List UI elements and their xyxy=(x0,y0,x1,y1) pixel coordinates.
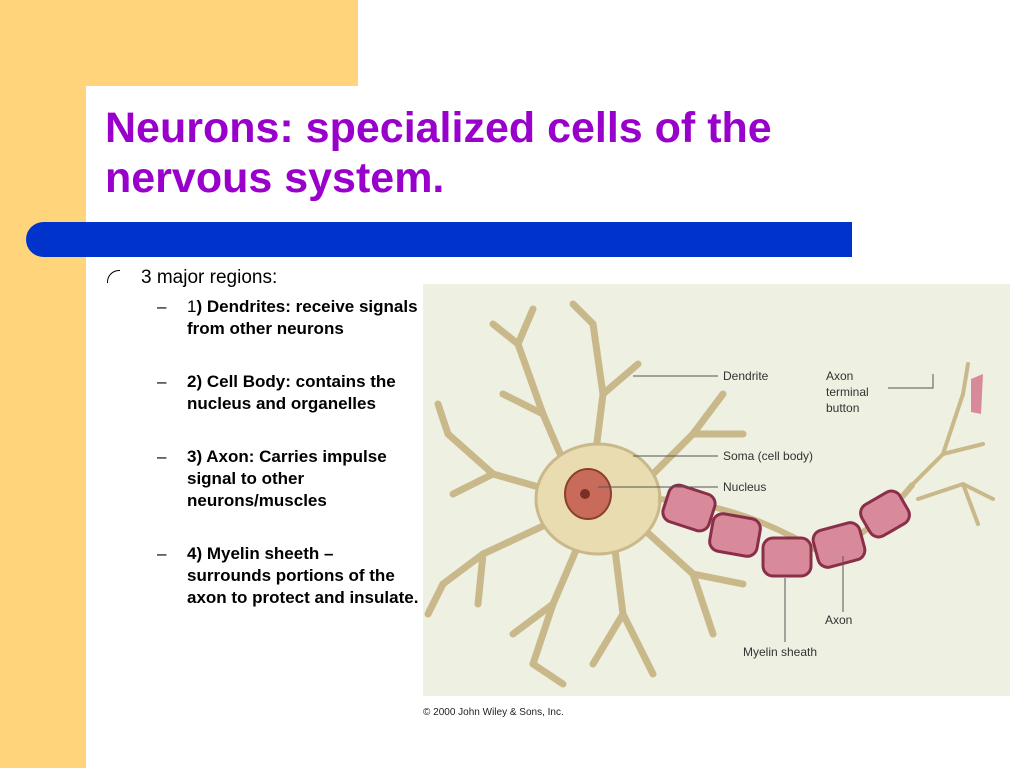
bullet-marker-icon xyxy=(107,270,120,283)
sub-bullet-axon: – 3) Axon: Carries impulse signal to oth… xyxy=(105,446,425,512)
sub-bullet-prefix: 1 xyxy=(187,297,197,316)
dash-icon: – xyxy=(157,372,167,391)
sub-bullet-cell-body: – 2) Cell Body: contains the nucleus and… xyxy=(105,371,425,415)
title-underline-bar xyxy=(26,222,852,257)
label-axon-terminal-1: Axon xyxy=(826,369,853,383)
dash-icon: – xyxy=(157,447,167,466)
slide-title: Neurons: specialized cells of the nervou… xyxy=(105,104,772,202)
bullet-main: 3 major regions: xyxy=(105,266,425,296)
label-dendrite: Dendrite xyxy=(723,369,769,383)
dendrites-group xyxy=(424,300,747,688)
sub-bullet-text: 2) Cell Body: contains the nucleus and o… xyxy=(187,372,396,413)
sub-bullet-dendrites: – 1) Dendrites: receive signals from oth… xyxy=(105,296,425,340)
neuron-diagram: Dendrite Soma (cell body) Nucleus Axon t… xyxy=(423,284,1010,696)
label-axon: Axon xyxy=(825,613,852,627)
sub-bullet-text: 4) Myelin sheeth – surrounds portions of… xyxy=(187,544,419,607)
bullet-list: 3 major regions: – 1) Dendrites: receive… xyxy=(105,266,425,609)
label-soma: Soma (cell body) xyxy=(723,449,813,463)
leader-lines xyxy=(598,374,934,642)
terminal-button-shape xyxy=(971,374,983,414)
neuron-illustration: Dendrite Soma (cell body) Nucleus Axon t… xyxy=(424,300,995,688)
decorative-top-block xyxy=(0,0,358,86)
myelin-segments xyxy=(661,483,911,578)
label-axon-terminal-2: terminal xyxy=(826,385,869,399)
dash-icon: – xyxy=(157,544,167,563)
axon-terminals xyxy=(906,362,995,526)
bullet-main-text: 3 major regions: xyxy=(141,267,278,288)
copyright-text: © 2000 John Wiley & Sons, Inc. xyxy=(423,707,564,718)
nucleolus-shape xyxy=(580,489,590,499)
decorative-left-strip xyxy=(0,0,86,768)
dash-icon: – xyxy=(157,297,167,316)
label-myelin: Myelin sheath xyxy=(743,645,817,659)
sub-bullet-myelin: – 4) Myelin sheeth – surrounds portions … xyxy=(105,543,425,609)
label-axon-terminal-3: button xyxy=(826,401,859,415)
label-nucleus: Nucleus xyxy=(723,480,766,494)
sub-bullet-text: 3) Axon: Carries impulse signal to other… xyxy=(187,447,387,510)
sub-bullet-text: ) Dendrites: receive signals from other … xyxy=(187,297,418,338)
